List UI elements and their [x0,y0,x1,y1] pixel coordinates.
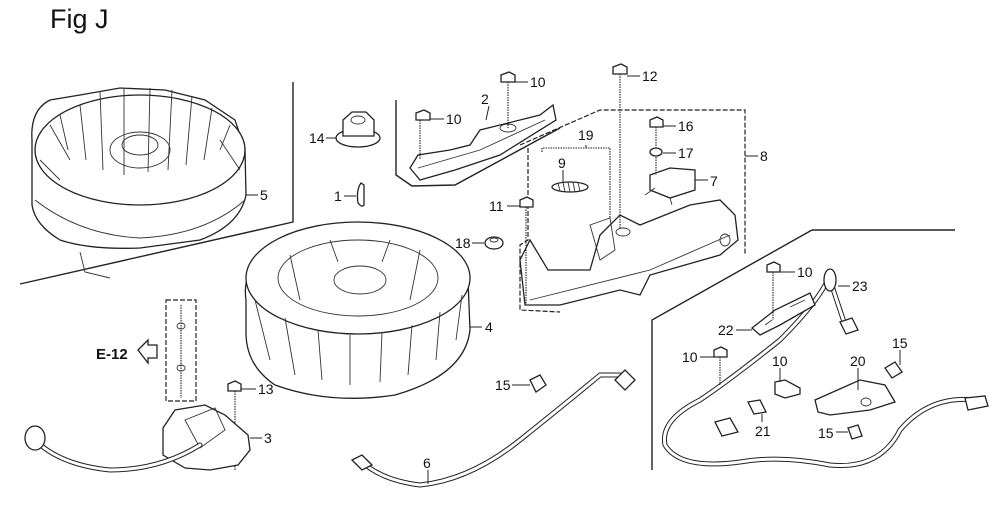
callout-4: 4 [485,319,493,335]
callout-18: 18 [455,235,471,251]
callout-5: 5 [260,187,268,203]
part-23-wire-harness[interactable] [661,268,989,469]
bolt-10-left[interactable] [415,109,431,160]
bolt-16[interactable] [649,116,664,175]
callout-2: 2 [481,91,489,107]
callout-10-right-left: 10 [682,349,698,365]
callout-21: 21 [755,423,771,439]
callout-20: 20 [850,353,866,369]
part-14-flange-nut[interactable] [335,111,381,148]
bolt-10-right-top[interactable] [766,261,781,320]
clip-15-right-upper[interactable] [884,361,903,379]
part-3-ignition-coil[interactable] [24,404,251,473]
callout-17: 17 [678,145,694,161]
clip-15-center[interactable] [529,374,547,393]
divider-right-panel [651,229,813,470]
callout-8: 8 [760,148,768,164]
part-5-flywheel[interactable] [31,87,247,279]
part-9-spring[interactable] [551,181,589,193]
callout-1: 1 [334,188,342,204]
callout-14: 14 [309,130,325,146]
part-6-wire[interactable] [350,369,636,488]
callout-labels: 5 4 14 1 10 10 2 12 16 17 7 8 19 9 9 11 … [96,68,908,471]
bolt-10-top[interactable] [500,71,516,128]
callout-19: 19 [578,127,594,143]
callout-9-text: 9 [558,155,566,171]
callout-6: 6 [423,455,431,471]
callout-13: 13 [258,381,274,397]
section-dividers [19,82,955,470]
clip-15-right-lower[interactable] [847,424,863,440]
washer-17[interactable] [649,147,663,157]
part-2-bracket[interactable] [395,100,561,187]
arrow-left-icon [137,338,158,365]
callout-22: 22 [718,322,734,338]
callout-16: 16 [678,118,694,134]
callout-15-right-lower-text: 15 [818,425,834,441]
part-8-assembly[interactable] [519,109,746,313]
e12-reference-label: E-12 [96,346,128,363]
part-4-flywheel[interactable] [244,221,471,399]
callout-10-right-center: 10 [772,353,788,369]
bolt-10-right-left[interactable] [713,346,728,385]
callout-12: 12 [642,68,658,84]
callout-10-right-top: 10 [797,264,813,280]
part-20-bracket[interactable] [814,379,896,416]
callout-23: 23 [852,278,868,294]
e12-reference[interactable] [137,299,197,402]
leader-lines [241,75,901,484]
part-22-plate[interactable] [750,292,816,336]
callout-3: 3 [264,430,272,446]
part-1-key[interactable] [356,182,365,207]
figure-title: Fig J [50,4,109,34]
callout-10-left: 10 [446,111,462,127]
part-21-clip[interactable] [747,399,767,415]
divider-top-left [19,82,294,285]
grommet-18[interactable] [484,236,504,250]
callout-11: 11 [489,198,504,214]
callout-7: 7 [710,173,718,189]
callout-15-center-text: 15 [495,377,511,393]
bolt-10-right-center[interactable] [774,379,801,399]
bolt-12[interactable] [612,63,628,228]
part-7-switch[interactable] [644,167,696,206]
callout-10-top: 10 [530,74,546,90]
callout-15-right-upper-text: 15 [892,335,908,351]
part-19-subassembly[interactable] [541,147,611,218]
